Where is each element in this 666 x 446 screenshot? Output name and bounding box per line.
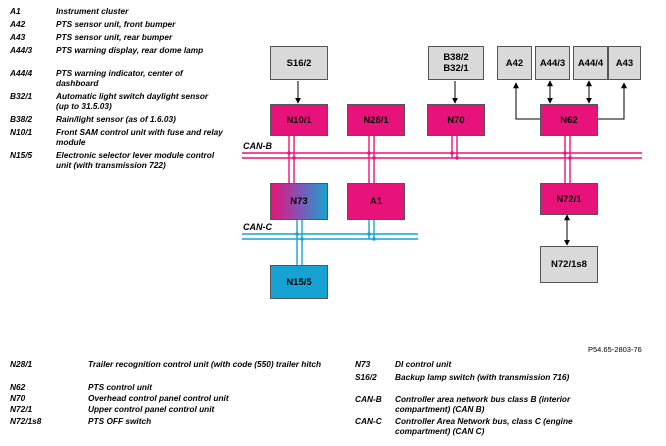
n70-box[interactable]: N70 xyxy=(427,104,485,136)
legend-code: S16/2 xyxy=(355,372,377,382)
n10-1-box[interactable]: N10/1 xyxy=(270,104,328,136)
a44-4-box[interactable]: A44/4 xyxy=(573,46,608,80)
legend-item: CAN-C Controller Area Network bus, class… xyxy=(355,416,655,436)
legend-item: N70 Overhead control panel control unit xyxy=(10,393,340,403)
legend-code: N10/1 xyxy=(10,127,33,137)
legend-desc: PTS warning display, rear dome lamp xyxy=(56,45,204,55)
n70-can-b-wires xyxy=(450,136,459,160)
legend-desc: PTS sensor unit, rear bumper xyxy=(56,32,173,42)
a43-box[interactable]: A43 xyxy=(608,46,641,80)
legend-desc: Controller Area Network bus, class C (en… xyxy=(395,416,573,436)
legend-item: N72/1 Upper control panel control unit xyxy=(10,404,340,414)
legend-desc: Rain/light sensor (as of 1.6.03) xyxy=(56,114,176,124)
legend-desc: Controller area network bus class B (int… xyxy=(395,394,571,414)
legend-code: B38/2 xyxy=(10,114,33,124)
legend-code: N62 xyxy=(10,382,26,392)
n28-1-can-b-wires xyxy=(367,136,376,160)
n28-1-box[interactable]: N28/1 xyxy=(347,104,405,136)
legend-code: A1 xyxy=(10,6,21,16)
legend-code: A43 xyxy=(10,32,26,42)
legend-item: S16/2 Backup lamp switch (with transmiss… xyxy=(355,372,655,382)
legend-desc: Instrument cluster xyxy=(56,6,129,16)
n62-box[interactable]: N62 xyxy=(540,104,598,136)
legend-code: N73 xyxy=(355,359,371,369)
a1-wires xyxy=(367,158,376,241)
legend-desc: Trailer recognition control unit (with c… xyxy=(88,359,322,369)
legend-code: N72/1 xyxy=(10,404,33,414)
can-b-bus xyxy=(242,152,642,159)
n10-1-can-b-wires xyxy=(287,136,296,183)
legend-desc: PTS warning indicator, center of dashboa… xyxy=(56,68,183,88)
legend-desc: Overhead control panel control unit xyxy=(88,393,229,403)
legend-code: A44/3 xyxy=(10,45,33,55)
legend-desc: Automatic light switch daylight sensor (… xyxy=(56,91,209,111)
legend-desc: PTS sensor unit, front bumper xyxy=(56,19,176,29)
can-c-bus xyxy=(242,233,418,240)
s16-2-box[interactable]: S16/2 xyxy=(270,46,328,80)
legend-desc: PTS OFF switch xyxy=(88,416,152,426)
n62-can-b-wires xyxy=(563,136,572,183)
n73-box[interactable]: N73 xyxy=(270,183,328,220)
b38-2-b32-1-box[interactable]: B38/2 B32/1 xyxy=(428,46,484,80)
n73-wires xyxy=(295,220,304,265)
legend-item: B38/2 Rain/light sensor (as of 1.6.03) xyxy=(10,114,240,124)
legend-desc: Front SAM control unit with fuse and rel… xyxy=(56,127,223,147)
legend-item: A44/4 PTS warning indicator, center of d… xyxy=(10,68,240,88)
legend-desc: PTS control unit xyxy=(88,382,153,392)
legend-item: A42 PTS sensor unit, front bumper xyxy=(10,19,240,29)
legend-code: N15/5 xyxy=(10,150,33,160)
figure-reference: P54.65-2803-76 xyxy=(588,345,642,354)
n15-5-box[interactable]: N15/5 xyxy=(270,265,328,299)
a44-3-box[interactable]: A44/3 xyxy=(535,46,570,80)
legend-desc: Electronic selector lever module control… xyxy=(56,150,215,170)
b32-1-label: B32/1 xyxy=(443,63,469,74)
legend-desc: Backup lamp switch (with transmission 71… xyxy=(395,372,570,382)
legend-code: N70 xyxy=(10,393,26,403)
legend-desc: DI control unit xyxy=(395,359,452,369)
legend-item: N72/1s8 PTS OFF switch xyxy=(10,416,340,426)
legend-code: CAN-B xyxy=(355,394,382,404)
legend-code: CAN-C xyxy=(355,416,382,426)
n72-1-box[interactable]: N72/1 xyxy=(540,183,598,215)
legend-item: CAN-B Controller area network bus class … xyxy=(355,394,655,414)
a1-box[interactable]: A1 xyxy=(347,183,405,220)
legend-item: A1 Instrument cluster xyxy=(10,6,240,16)
legend-desc: Upper control panel control unit xyxy=(88,404,215,414)
legend-item: A43 PTS sensor unit, rear bumper xyxy=(10,32,240,42)
legend-code: N72/1s8 xyxy=(10,416,42,426)
b38-2-label: B38/2 xyxy=(443,52,469,63)
legend-item: B32/1 Automatic light switch daylight se… xyxy=(10,91,240,111)
legend-item: N10/1 Front SAM control unit with fuse a… xyxy=(10,127,240,147)
legend-item: N28/1 Trailer recognition control unit (… xyxy=(10,359,340,379)
can-c-label: CAN-C xyxy=(243,222,272,232)
n72-1s8-box[interactable]: N72/1s8 xyxy=(540,246,598,283)
can-b-label: CAN-B xyxy=(243,141,272,151)
legend-item: N73 DI control unit xyxy=(355,359,655,369)
legend-code: A42 xyxy=(10,19,26,29)
legend-item: A44/3 PTS warning display, rear dome lam… xyxy=(10,45,240,65)
a42-box[interactable]: A42 xyxy=(497,46,532,80)
legend-code: A44/4 xyxy=(10,68,33,78)
legend-item: N15/5 Electronic selector lever module c… xyxy=(10,150,240,170)
legend-code: B32/1 xyxy=(10,91,33,101)
legend-item: N62 PTS control unit xyxy=(10,382,340,392)
legend-code: N28/1 xyxy=(10,359,33,369)
